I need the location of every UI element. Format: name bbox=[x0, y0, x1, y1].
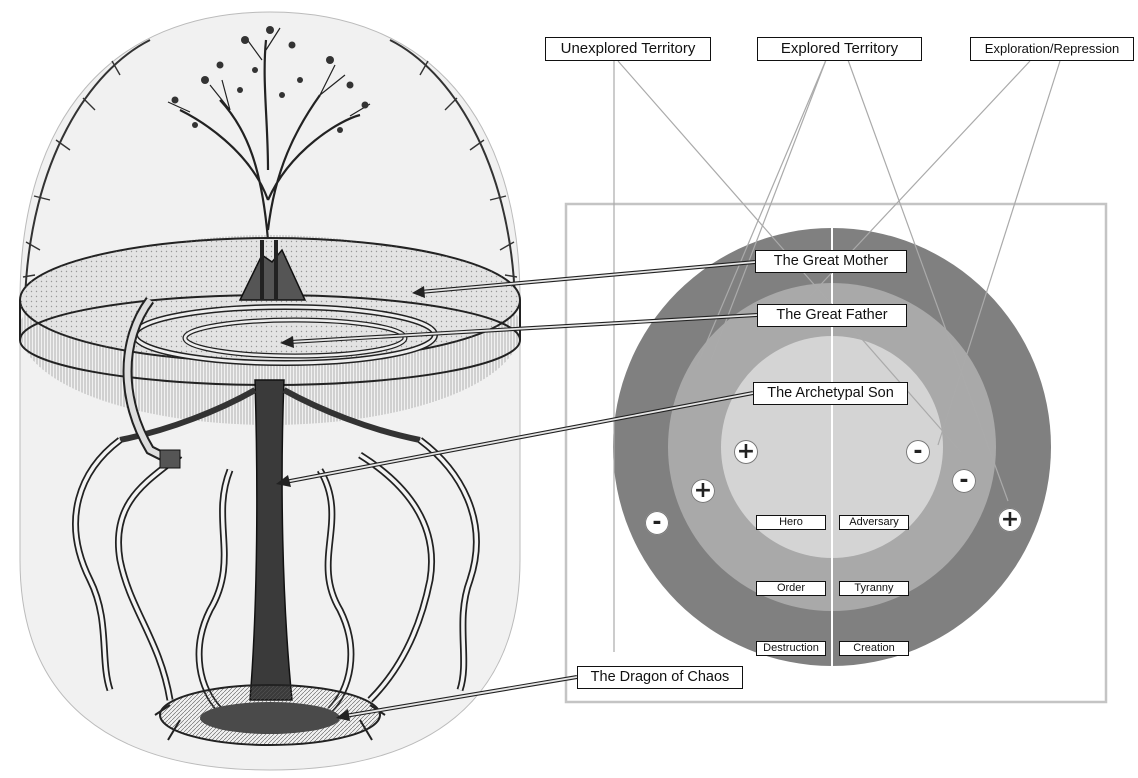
exploration-repression-label: Exploration/Repression bbox=[970, 37, 1134, 61]
right-shrub-arc bbox=[389, 39, 516, 301]
small-shrine bbox=[159, 449, 181, 469]
archetypal-son-callout: The Archetypal Son bbox=[753, 382, 908, 405]
hero-label: Hero bbox=[756, 515, 826, 530]
inner-left-sign: + bbox=[734, 440, 758, 464]
outer-left-sign: - bbox=[645, 511, 669, 535]
tree-trunk bbox=[260, 240, 278, 300]
inner-right-sign: - bbox=[906, 440, 930, 464]
dragon-of-chaos-callout: The Dragon of Chaos bbox=[577, 666, 743, 689]
destruction-label: Destruction bbox=[756, 641, 826, 656]
unexplored-territory-label: Unexplored Territory bbox=[545, 37, 711, 61]
tree-crown bbox=[167, 26, 371, 241]
diagram-frame bbox=[564, 202, 1108, 704]
creation-label: Creation bbox=[839, 641, 909, 656]
middle-right-sign: - bbox=[952, 469, 976, 493]
order-label: Order bbox=[756, 581, 826, 596]
outer-right-sign: + bbox=[998, 508, 1022, 532]
callout-arrows bbox=[276, 260, 758, 721]
world-tree-illustration bbox=[19, 11, 521, 771]
adversary-label: Adversary bbox=[839, 515, 909, 530]
great-mother-callout: The Great Mother bbox=[755, 250, 907, 273]
tyranny-label: Tyranny bbox=[839, 581, 909, 596]
middle-left-sign: + bbox=[691, 479, 715, 503]
great-father-callout: The Great Father bbox=[757, 304, 907, 327]
left-shrub-arc bbox=[24, 39, 151, 301]
explored-territory-label: Explored Territory bbox=[757, 37, 922, 61]
